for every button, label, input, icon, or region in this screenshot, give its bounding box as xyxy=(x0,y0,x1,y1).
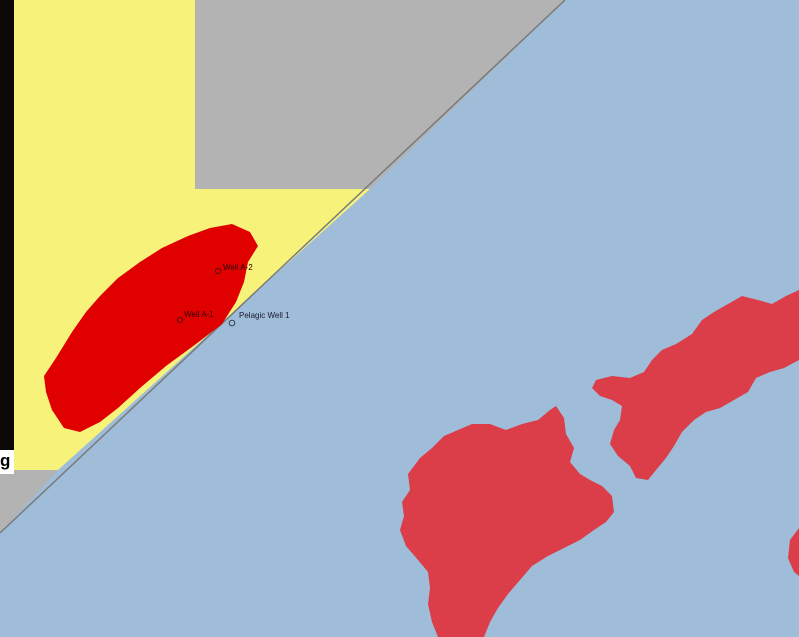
pelagic-well-marker[interactable] xyxy=(228,319,236,327)
left-white-gap xyxy=(0,450,14,474)
well-a1-label: Well A-1 xyxy=(184,310,214,319)
well-a1-marker[interactable] xyxy=(176,316,184,324)
grey-zone-upper xyxy=(195,0,565,189)
grey-zone-lower-left xyxy=(0,470,58,533)
land-mass-east xyxy=(592,290,799,480)
pelagic-well-label: Pelagic Well 1 xyxy=(239,311,290,320)
land-fragment-east-edge xyxy=(788,528,799,576)
boundary-line xyxy=(0,0,566,534)
prospect-area xyxy=(44,224,258,432)
edge-text-fragment: g xyxy=(0,451,11,470)
left-dark-strip xyxy=(0,0,14,450)
land-mass-south xyxy=(400,406,614,637)
well-a2-marker[interactable] xyxy=(214,267,222,275)
well-a2-label: Well A-2 xyxy=(223,263,253,272)
